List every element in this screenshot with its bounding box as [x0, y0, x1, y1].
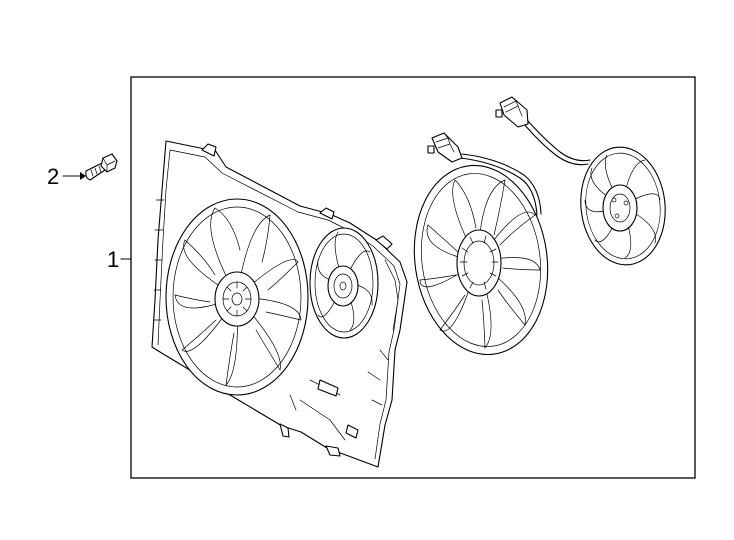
bolt-part[interactable]: [85, 153, 118, 181]
small-fan-motor-assembly[interactable]: [495, 96, 671, 269]
small-fan-connector: [495, 96, 529, 128]
fan-shroud-assembly[interactable]: [151, 140, 408, 468]
large-fan-motor-assembly[interactable]: [402, 132, 559, 363]
callout-1-label[interactable]: 1: [107, 247, 119, 272]
diagram-frame: [130, 76, 696, 479]
callout-2-label[interactable]: 2: [47, 164, 59, 189]
large-fan-connector: [427, 132, 463, 163]
callout-2-arrow: [62, 172, 86, 180]
